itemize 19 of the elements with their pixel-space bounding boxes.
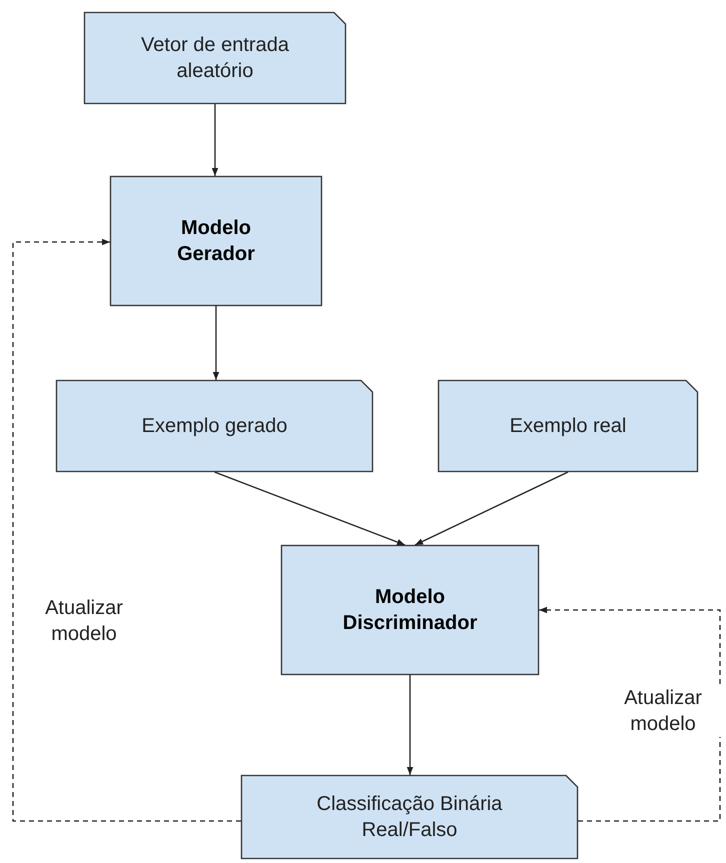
box-title: Modelo Discriminador <box>342 585 478 636</box>
arrow <box>212 104 218 176</box>
document-box <box>438 380 698 472</box>
box-title: Modelo Gerador <box>176 216 256 267</box>
process-box <box>281 545 539 675</box>
feedback-arrow <box>539 606 721 822</box>
arrow <box>414 471 568 546</box>
box-text: Exemplo real <box>508 414 628 439</box>
box-text: Classificação Binária Real/Falso <box>316 792 504 843</box>
box-text: Vetor de entrada aleatório <box>140 33 290 84</box>
document-box <box>84 12 346 104</box>
process-box <box>110 176 322 306</box>
document-box <box>241 775 578 859</box>
arrow <box>212 306 220 380</box>
document-box <box>56 380 373 472</box>
arrow <box>406 675 414 775</box>
feedback-arrow <box>12 238 241 822</box>
arrow <box>214 471 406 546</box>
box-text: Exemplo gerado <box>140 414 288 439</box>
